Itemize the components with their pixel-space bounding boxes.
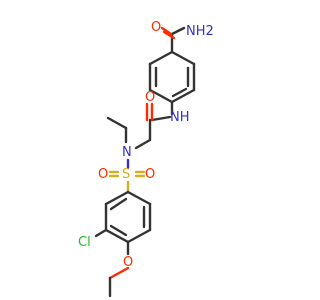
chlorine-label: Cl <box>78 235 91 250</box>
acetyl-o-label: O <box>145 90 155 105</box>
amide-o-label: O <box>151 20 161 35</box>
molecule-structure: NH2 O NH O N S O O Cl O <box>78 20 214 298</box>
sulfonyl-o-right-label: O <box>145 167 155 182</box>
amide-nh2-label: NH2 <box>186 24 214 39</box>
ether-o-label: O <box>123 255 133 270</box>
sulfur-label: S <box>122 167 130 182</box>
chloroethoxyphenyl-ring <box>104 190 152 244</box>
anilide-nh-label: NH <box>170 110 190 125</box>
sulfonyl-o-left-label: O <box>98 167 108 182</box>
carboxamide-group <box>160 26 186 54</box>
sulfonamide-n-label: N <box>122 145 132 160</box>
benzamide-ring <box>148 50 196 104</box>
